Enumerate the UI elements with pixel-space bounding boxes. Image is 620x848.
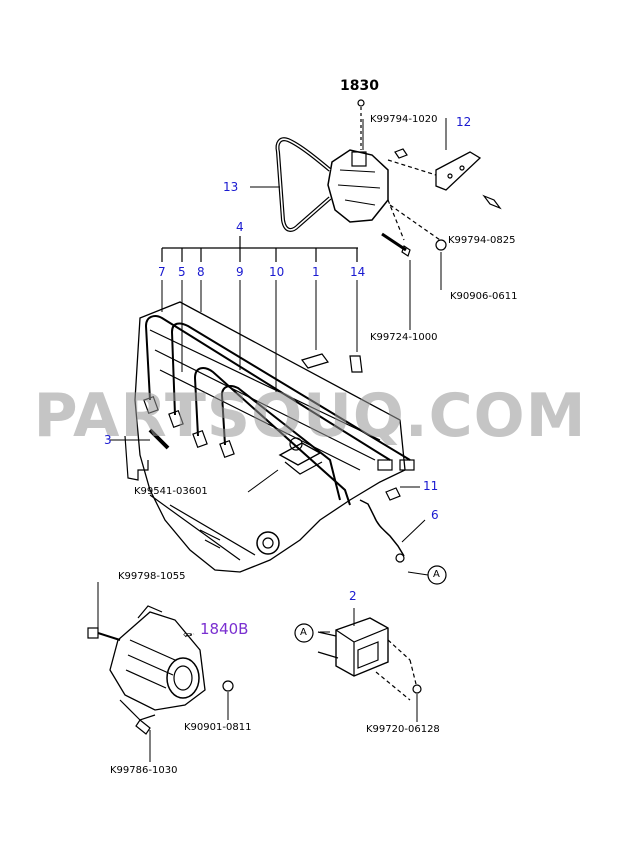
group-pointer-dot bbox=[357, 99, 365, 107]
callout-2[interactable]: 2 bbox=[349, 589, 357, 603]
part-k99794-0825[interactable]: K99794-0825 bbox=[448, 235, 516, 246]
callout-7[interactable]: 7 bbox=[158, 265, 166, 279]
callout-6[interactable]: 6 bbox=[431, 508, 439, 522]
misc-ignition-parts bbox=[124, 427, 405, 563]
callout-1[interactable]: 1 bbox=[312, 265, 320, 279]
callout-5[interactable]: 5 bbox=[178, 265, 186, 279]
starter-motor bbox=[87, 582, 234, 762]
callout-8[interactable]: 8 bbox=[197, 265, 205, 279]
callout-12[interactable]: 12 bbox=[456, 115, 472, 129]
connector-a-ring-2 bbox=[294, 623, 314, 643]
callout-3[interactable]: 3 bbox=[104, 433, 112, 447]
arrow-icon: ⇦ bbox=[183, 628, 193, 641]
callout-13[interactable]: 13 bbox=[223, 180, 239, 194]
igniter-module bbox=[317, 608, 422, 722]
part-k90901-0811[interactable]: K90901-0811 bbox=[184, 722, 252, 733]
callout-11[interactable]: 11 bbox=[423, 479, 439, 493]
connector-a-ring-1 bbox=[427, 565, 447, 585]
part-k99786-1030[interactable]: K99786-1030 bbox=[110, 765, 178, 776]
part-k99541-03601[interactable]: K99541-03601 bbox=[134, 486, 208, 497]
callout-14[interactable]: 14 bbox=[350, 265, 366, 279]
engine-block bbox=[134, 301, 406, 573]
group-code-1830[interactable]: 1830 bbox=[340, 78, 379, 94]
part-k99794-1020[interactable]: K99794-1020 bbox=[370, 114, 438, 125]
leader-lines bbox=[110, 118, 447, 633]
watermark: PARTSOUQ.COM bbox=[33, 381, 587, 451]
spark-plug-leads bbox=[143, 236, 415, 506]
callout-10[interactable]: 10 bbox=[269, 265, 285, 279]
callout-9[interactable]: 9 bbox=[236, 265, 244, 279]
connector-a-label-1: A bbox=[433, 569, 440, 580]
group-link-1840b[interactable]: 1840B bbox=[200, 620, 249, 638]
part-k99798-1055[interactable]: K99798-1055 bbox=[118, 571, 186, 582]
callout-4[interactable]: 4 bbox=[236, 220, 244, 234]
part-k90906-0611[interactable]: K90906-0611 bbox=[450, 291, 518, 302]
distributor-assembly bbox=[275, 99, 502, 257]
part-k99720-06128[interactable]: K99720-06128 bbox=[366, 724, 440, 735]
connector-a-label-2: A bbox=[300, 627, 307, 638]
part-k99724-1000[interactable]: K99724-1000 bbox=[370, 332, 438, 343]
